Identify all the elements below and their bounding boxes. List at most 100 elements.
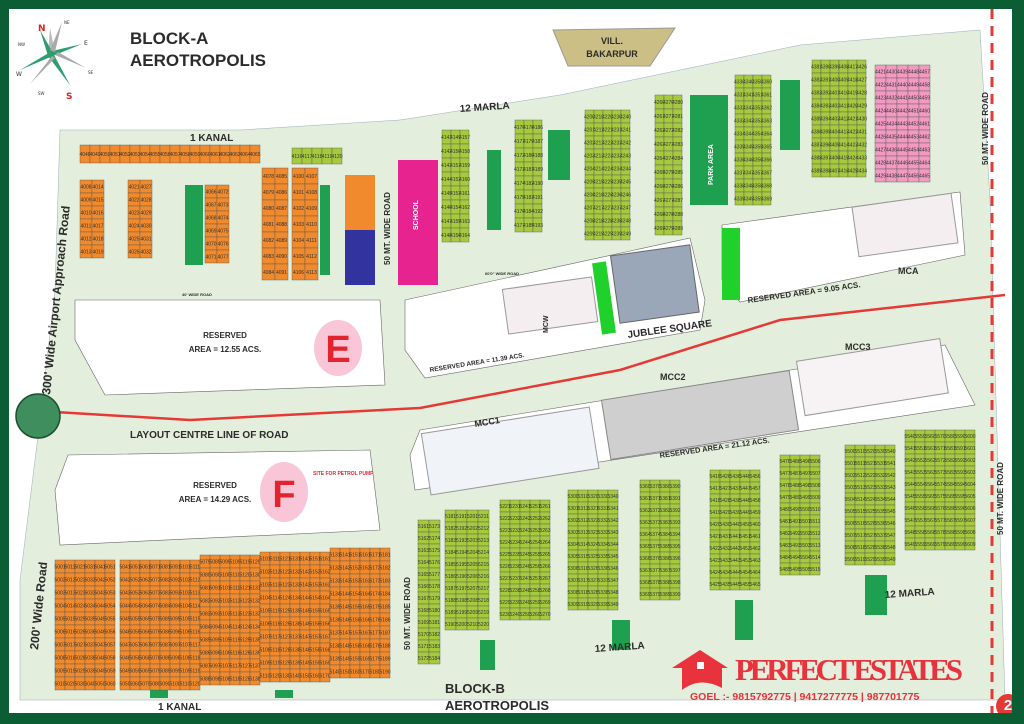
plot-number: 5577	[934, 518, 945, 524]
plot-number: 5420	[709, 522, 720, 528]
plot	[331, 147, 343, 165]
plot-number: 4213	[593, 154, 604, 160]
plot-number: 4263	[654, 142, 665, 148]
plot-number: 5100	[219, 573, 230, 579]
plot-number: 5165	[418, 572, 429, 578]
plot-number: 5149	[299, 661, 310, 667]
road-50mt-b: 50 MT. WIDE ROAD	[403, 577, 412, 650]
plot-number: 5526	[864, 521, 875, 527]
plot-number: 4454	[908, 148, 919, 154]
plot-number: 5552	[914, 458, 925, 464]
plot-number: 5141	[299, 557, 310, 563]
petrol-pump-label: SITE FOR PETROL PUMP	[313, 471, 374, 477]
plot-number: 4242	[620, 141, 631, 147]
plot-number: 5546	[904, 506, 915, 512]
plot-number: 5102	[179, 578, 190, 584]
plot-number: 4445	[897, 148, 908, 154]
plot-number: 5181	[379, 553, 390, 559]
plot-number: 4233	[611, 154, 622, 160]
plot-number: 5260	[529, 612, 540, 618]
plot-number: 5137	[249, 664, 260, 670]
plot-number: 5064	[139, 604, 150, 610]
plot-number: 5108	[259, 648, 270, 654]
plot-number: 5578	[934, 530, 945, 536]
plot-number: 5187	[445, 586, 456, 592]
plot-number: 4074	[217, 216, 228, 222]
plot-number: 5248	[519, 588, 530, 594]
plot-number: 5127	[239, 664, 250, 670]
plot-number: 4434	[886, 122, 897, 128]
plot-number: 5106	[259, 622, 270, 628]
plot-number: 4078	[263, 174, 274, 180]
plot-number: 5231	[509, 504, 520, 510]
plot-number: 5425	[709, 582, 720, 588]
plot-number: 5170	[418, 632, 429, 638]
plot-number: 5511	[855, 461, 866, 467]
plot-number: 5337	[597, 578, 608, 584]
plot-number: 5146	[299, 622, 310, 628]
plot-number: 5589	[944, 542, 955, 548]
plot-number: 4106	[293, 270, 304, 276]
plot-number: 5041	[119, 565, 130, 571]
plot-number: 5335	[597, 554, 608, 560]
plot-number: 5332	[597, 518, 608, 524]
plot-number: 4118	[312, 154, 323, 160]
plot-number: 5421	[709, 534, 720, 540]
plot-number: 4424	[847, 156, 858, 162]
plot-number: 5376	[649, 556, 660, 562]
plot-number: 4170	[514, 125, 525, 131]
plot-number: 5476	[779, 459, 790, 465]
plot-number: 4343	[743, 119, 754, 125]
plot-number: 5054	[104, 604, 115, 610]
plot-number: 5602	[964, 458, 975, 464]
plot-number: 4153	[450, 191, 461, 197]
plot-number: 4338	[734, 184, 745, 190]
plot-number: 5131	[289, 557, 300, 563]
plot-number: 5258	[529, 588, 540, 594]
plot-number: 4207	[584, 206, 595, 212]
plot-number: 4288	[672, 212, 683, 218]
plot-number: 5265	[539, 552, 550, 558]
plot-number: 4408	[838, 65, 849, 71]
plot-number: 4357	[752, 171, 763, 177]
plot-number: 4431	[886, 83, 897, 89]
plot-number: 5009	[54, 669, 65, 675]
plot-number: 5504	[844, 497, 855, 503]
plot-number: 4349	[743, 197, 754, 203]
plot-number: 4432	[856, 143, 867, 149]
plot-number: 5137	[289, 635, 300, 641]
page-number: 2	[1003, 697, 1012, 713]
plot-number: 4283	[672, 142, 683, 148]
plot-number: 4021	[128, 185, 139, 191]
plot-number: 5006	[54, 630, 65, 636]
plot-number: 4340	[743, 80, 754, 86]
plot-number: 4181	[523, 167, 534, 173]
plot-number: 4444	[897, 135, 908, 141]
plot-number: 4067	[205, 203, 216, 209]
plot-number: 4149	[450, 135, 461, 141]
plot-number: 5193	[456, 538, 467, 544]
plot-number: 5440	[729, 522, 740, 528]
plot-number: 5270	[539, 612, 550, 618]
plot-number: 5439	[729, 510, 740, 516]
plot-number: 5216	[478, 574, 489, 580]
plot-number: 4071	[205, 255, 216, 261]
plot-number: 4030	[140, 224, 151, 230]
plot-number: 5043	[119, 591, 130, 597]
plot-number: 4179	[523, 139, 534, 145]
plot-number: 5129	[249, 560, 260, 566]
plot-number: 5512	[809, 531, 820, 537]
plot-number: 4278	[663, 212, 674, 218]
plot-number: 4208	[584, 219, 595, 225]
plot-number: 4077	[217, 255, 228, 261]
plot-number: 4156	[450, 233, 461, 239]
plot-number: 4406	[829, 156, 840, 162]
plot-number: 4080	[263, 206, 274, 212]
plot-number: 4455	[908, 161, 919, 167]
plot-number: 5599	[954, 542, 965, 548]
plot-blocks: 4048404940504051405240534054405540564057…	[54, 59, 976, 691]
plot-number: 4265	[654, 170, 665, 176]
plot-number: 4400	[829, 78, 840, 84]
plot-number: 4177	[514, 223, 525, 229]
plot-number: 5102	[259, 570, 270, 576]
